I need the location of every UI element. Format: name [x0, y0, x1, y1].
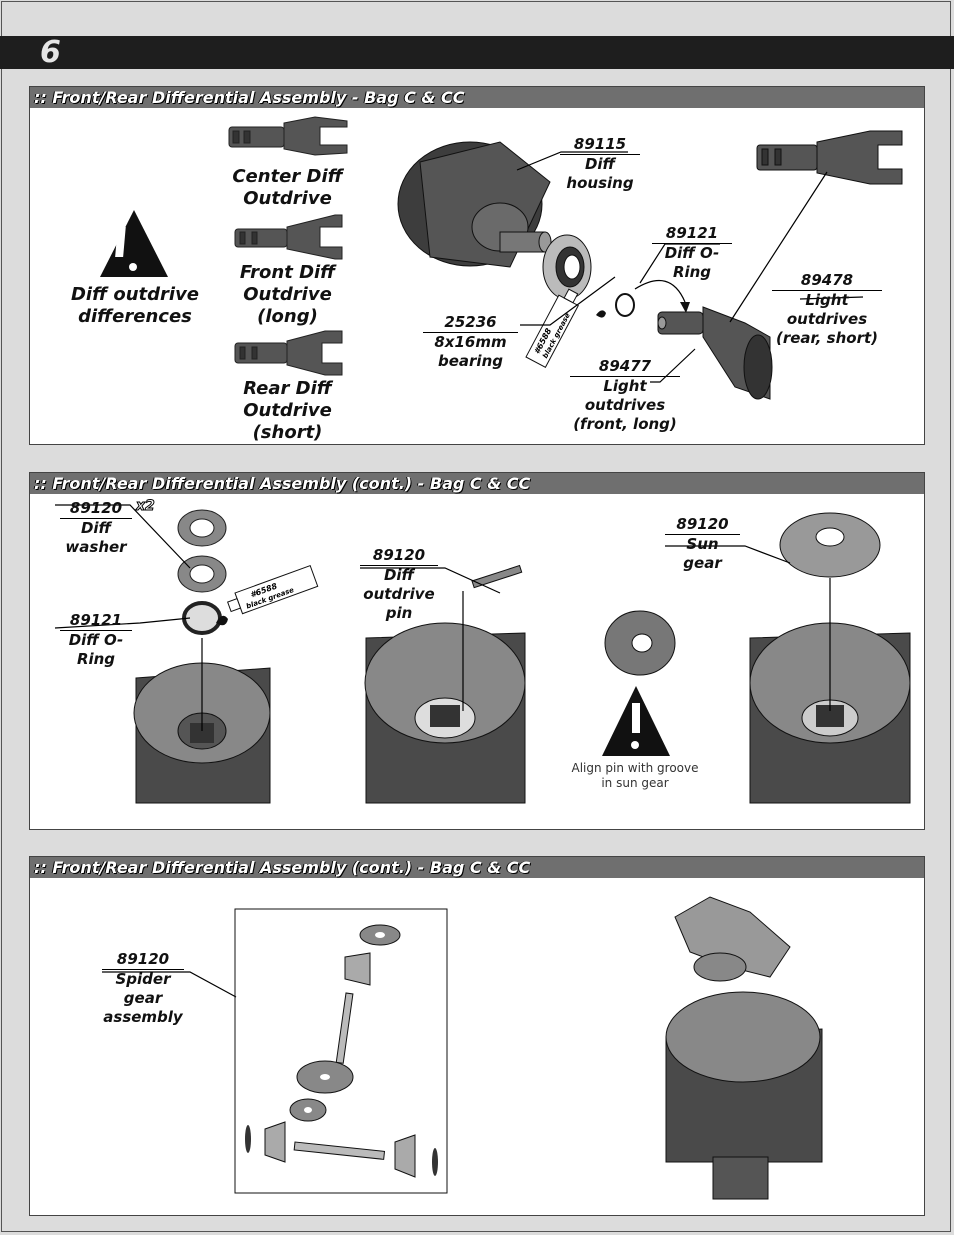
sun-gear-icon [604, 610, 676, 676]
panel-title: :: Front/Rear Differential Assembly (con… [34, 474, 531, 493]
light-outdrive-rear-icon [756, 130, 903, 185]
rear-outdrive-label: Rear Diff Outdrive (short) [243, 378, 332, 443]
diff-housing-icon [364, 622, 526, 804]
step-number: 6 [40, 35, 62, 70]
center-outdrive-icon [228, 116, 348, 156]
bearing-icon [542, 234, 592, 300]
front-outdrive-icon [234, 214, 343, 260]
warning-label: Diff outdrive differences [70, 284, 200, 327]
spider-gear-parts-icon [245, 924, 438, 1178]
warning-icon [100, 210, 168, 277]
panel-outdrive-assembly: :: Front/Rear Differential Assembly - Ba… [29, 86, 925, 445]
sun-gear-diagram: #6588 black grease [54, 504, 911, 804]
spider-gear-diagram [102, 896, 823, 1200]
outdrive-pin-icon [471, 564, 523, 589]
panel-header: :: Front/Rear Differential Assembly (con… [30, 473, 924, 494]
outdrive-exploded-diagram: #6588 black grease [100, 116, 903, 400]
panel-title: :: Front/Rear Differential Assembly (con… [34, 858, 531, 877]
grease-tube-icon: #6588 black grease [525, 288, 579, 369]
panel-header: :: Front/Rear Differential Assembly - Ba… [30, 87, 924, 108]
step-header-bar [0, 36, 954, 69]
grease-dab-icon [596, 310, 606, 318]
warning-icon [602, 686, 670, 756]
panel-header: :: Front/Rear Differential Assembly (con… [30, 857, 924, 878]
install-arrow-icon [634, 280, 686, 303]
o-ring-icon [615, 293, 635, 317]
assembled-diff-icon [665, 896, 823, 1200]
front-outdrive-label: Front Diff Outdrive (long) [239, 262, 336, 327]
alignment-note: Align pin with groove in sun gear [571, 761, 699, 790]
light-outdrive-front-icon [657, 306, 773, 400]
panel-title: :: Front/Rear Differential Assembly - Ba… [34, 88, 465, 107]
diff-housing-icon [397, 141, 552, 268]
rear-outdrive-icon [234, 330, 343, 376]
diff-washer-icon [177, 509, 227, 593]
center-outdrive-label: Center Diff Outdrive [232, 166, 343, 209]
sun-gear-icon [779, 512, 881, 578]
panel-sun-gear-assembly: :: Front/Rear Differential Assembly (con… [29, 472, 925, 830]
washer-quantity: x2 [136, 498, 156, 515]
panel-spider-gear-assembly: :: Front/Rear Differential Assembly (con… [29, 856, 925, 1216]
grease-tube-icon: #6588 black grease [227, 564, 319, 615]
